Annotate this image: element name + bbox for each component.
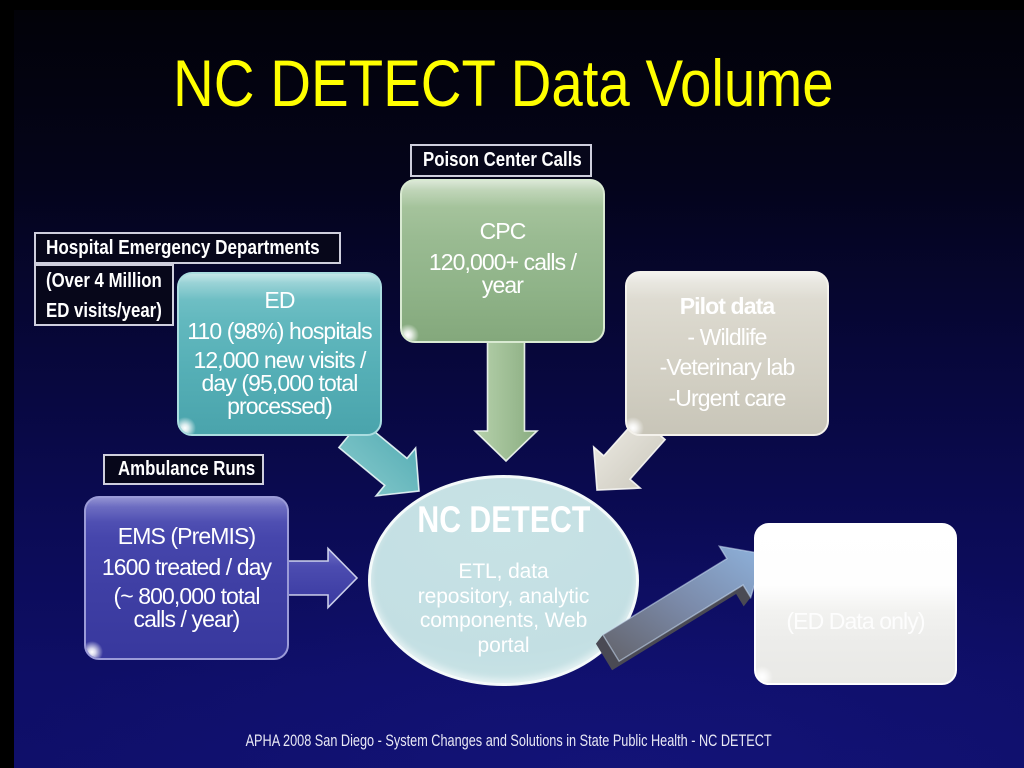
box-line: CPC: [479, 218, 527, 244]
box-ems: EMS (PreMIS) 1600 treated / day (~ 800,0…: [84, 496, 289, 660]
ellipse-title-text: NC DETECT: [416, 499, 590, 540]
label-line-wrap: ED visits/year): [46, 296, 172, 326]
box-line: -Veterinary lab: [659, 354, 796, 381]
ellipse-line: portal: [477, 633, 530, 657]
ellipse-description: ETL, data repository, analytic component…: [371, 560, 636, 658]
label-poison-center-calls: Poison Center Calls: [410, 144, 592, 177]
box-line: (~ 800,000 total: [113, 583, 260, 609]
slide-title-text: NC DETECT Data Volume: [172, 46, 834, 120]
nc-detect-ellipse: NC DETECT ETL, data repository, analytic…: [368, 475, 639, 686]
box-line: ED: [264, 287, 295, 313]
label-line-wrap: (Over 4 Million: [46, 266, 172, 296]
label-hospital-emergency-departments: Hospital Emergency Departments: [34, 232, 341, 264]
arrow-cpc-to-ellipse: [473, 333, 539, 463]
box-line: -Urgent care: [668, 385, 786, 412]
box-ed-data-output: (ED Data only): [754, 523, 957, 685]
label-line: ED visits/year): [46, 300, 162, 322]
label-text: Hospital Emergency Departments: [46, 237, 320, 259]
label-text: Poison Center Calls: [423, 149, 582, 171]
box-line: 110 (98%) hospitals: [187, 318, 372, 344]
slide-title: NC DETECT Data Volume: [14, 44, 992, 122]
footer-text: APHA 2008 San Diego - System Changes and…: [245, 732, 772, 750]
box-line: (ED Data only): [786, 608, 925, 634]
arrow-ellipse-to-output: [595, 545, 765, 671]
ellipse-line: ETL, data: [458, 560, 549, 583]
box-title: Pilot data: [679, 293, 775, 319]
box-line: calls / year): [133, 606, 241, 632]
footer-credit: APHA 2008 San Diego - System Changes and…: [14, 731, 1003, 751]
box-line: year: [481, 272, 524, 298]
box-poison-center: CPC 120,000+ calls / year: [400, 179, 605, 343]
box-line: EMS (PreMIS): [117, 523, 256, 549]
arrow-ems-to-ellipse: [282, 546, 359, 610]
box-line: - Wildlife: [687, 323, 767, 350]
box-line: 120,000+ calls /: [428, 249, 577, 275]
box-line: 1600 treated / day: [101, 554, 272, 580]
label-text: Ambulance Runs: [118, 458, 256, 480]
ellipse-title: NC DETECT: [371, 500, 636, 540]
box-line: 12,000 new visits /: [193, 347, 366, 373]
label-ambulance-runs: Ambulance Runs: [103, 454, 264, 485]
box-line: day (95,000 total: [201, 370, 358, 396]
box-emergency-departments: ED 110 (98%) hospitals 12,000 new visits…: [177, 272, 382, 436]
box-pilot-data: Pilot data - Wildlife -Veterinary lab -U…: [625, 271, 829, 436]
label-line: (Over 4 Million: [46, 270, 162, 292]
ellipse-line: components, Web: [419, 609, 588, 633]
box-line: processed): [227, 393, 333, 419]
label-over-4-million: (Over 4 Million ED visits/year): [34, 264, 174, 326]
ellipse-line: repository, analytic: [417, 584, 590, 608]
